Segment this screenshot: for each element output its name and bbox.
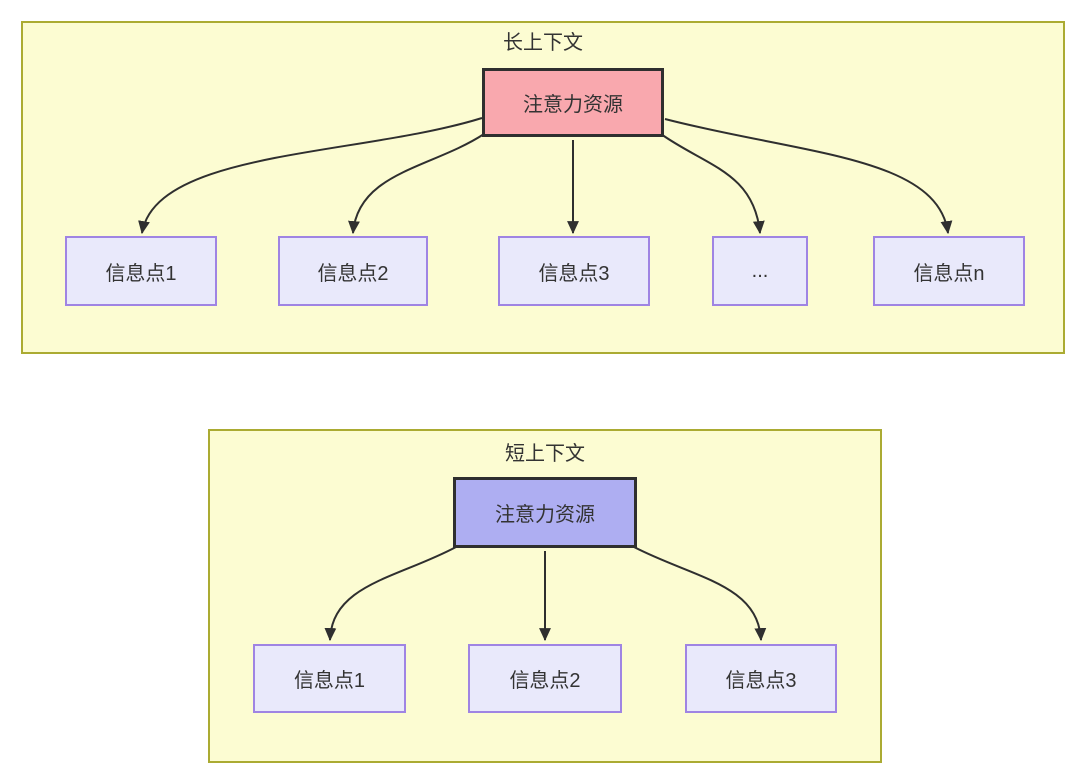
short-context-title: 短上下文 [505,443,585,465]
long-info-node-1: 信息点1 [65,236,217,306]
short-info-node-1: 信息点1 [253,644,406,713]
long-context-title: 长上下文 [503,32,583,54]
long-attention-root-node: 注意力资源 [482,68,664,137]
long-info-node-2: 信息点2 [278,236,428,306]
short-info-node-3: 信息点3 [685,644,837,713]
short-attention-root-node: 注意力资源 [453,477,637,548]
long-info-node-3: 信息点3 [498,236,650,306]
short-info-node-2: 信息点2 [468,644,622,713]
long-info-node-ellipsis: ... [712,236,808,306]
long-info-node-n: 信息点n [873,236,1025,306]
